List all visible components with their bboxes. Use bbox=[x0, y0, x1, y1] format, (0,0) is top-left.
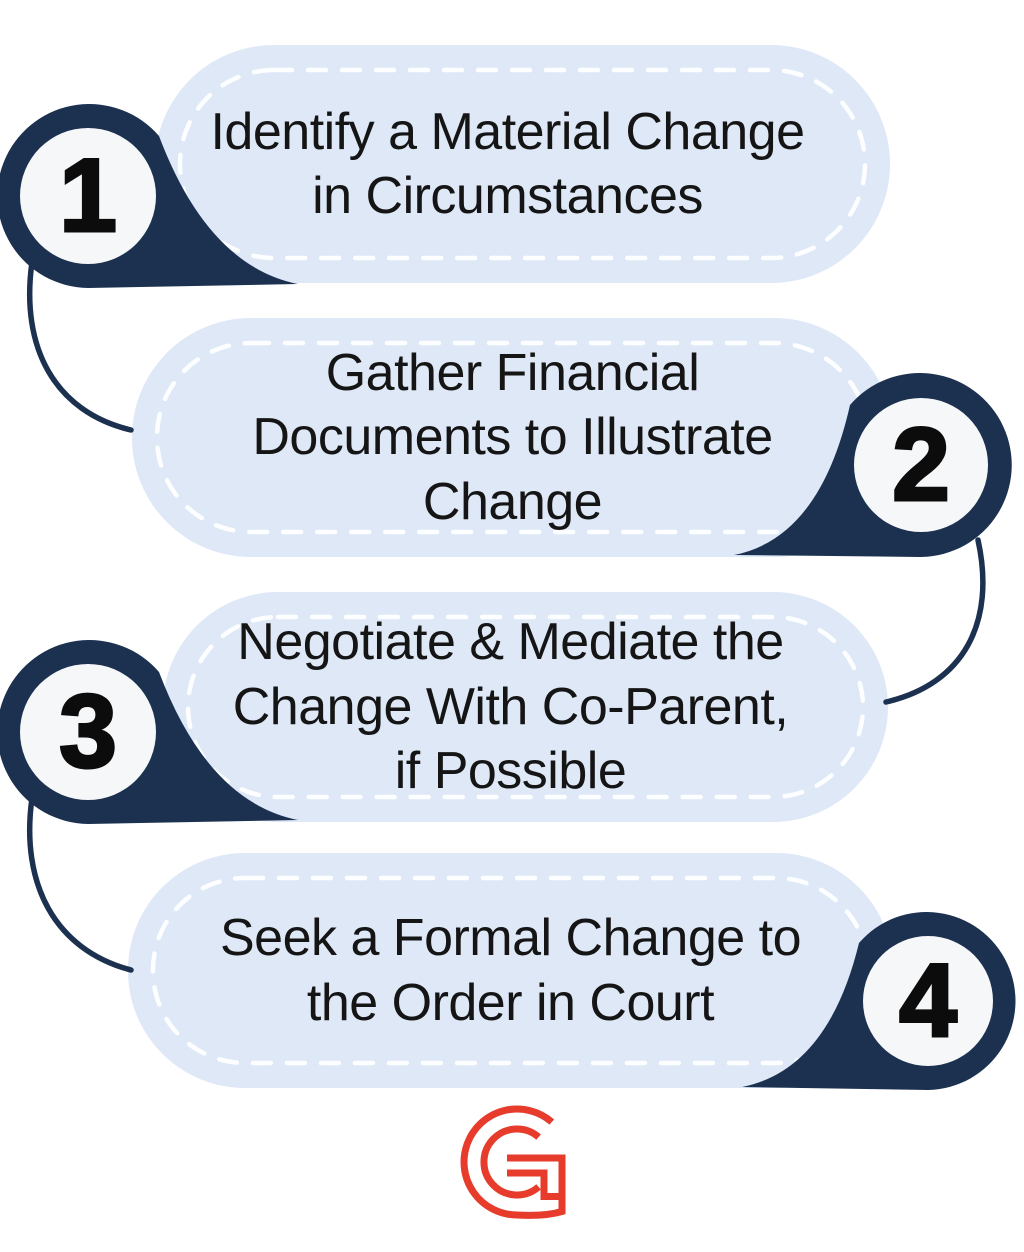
step-3-number: 3 bbox=[58, 672, 119, 791]
step-4-pill-shape bbox=[128, 853, 893, 1088]
logo-bar-hook bbox=[507, 1169, 562, 1200]
step-3-title: Negotiate & Mediate the Change With Co-P… bbox=[232, 613, 789, 801]
badge-1-disc bbox=[20, 128, 156, 264]
badge-4 bbox=[742, 912, 1016, 1090]
step-2-number: 2 bbox=[891, 405, 952, 524]
step-1-number: 1 bbox=[58, 136, 119, 255]
step-2-title: Gather Financial Documents to Illustrate… bbox=[252, 343, 773, 531]
connector-3-4 bbox=[26, 795, 134, 973]
logo-inner-contour bbox=[480, 1125, 541, 1199]
step-1-pill-shape bbox=[155, 45, 890, 283]
step-2-pill-shape bbox=[132, 318, 893, 557]
step-4-number: 4 bbox=[898, 941, 959, 1060]
badge-2 bbox=[734, 373, 1012, 557]
step-1-title: Identify a Material Change in Circumstan… bbox=[210, 102, 805, 225]
connector-2-3 bbox=[883, 537, 986, 705]
step-4-title: Seek a Formal Change to the Order in Cou… bbox=[219, 909, 802, 1032]
step-3-pill bbox=[163, 592, 888, 822]
step-1-dashed-border bbox=[177, 67, 868, 261]
badge-2-disc bbox=[854, 398, 988, 532]
logo-outer-contour bbox=[460, 1105, 566, 1219]
step-4-pill bbox=[128, 853, 893, 1088]
badge-4-disc bbox=[863, 936, 993, 1066]
step-2-pill bbox=[132, 318, 893, 557]
badge-3-disc bbox=[20, 664, 156, 800]
step-1-pill bbox=[155, 45, 890, 283]
connector-1-2 bbox=[26, 259, 134, 433]
step-3-dashed-border bbox=[185, 614, 866, 800]
step-4-dashed-border bbox=[150, 875, 871, 1066]
brand-g-logo-icon bbox=[460, 1105, 566, 1219]
badge-3 bbox=[0, 640, 298, 824]
step-3-pill-shape bbox=[163, 592, 888, 822]
badge-1 bbox=[0, 104, 298, 288]
